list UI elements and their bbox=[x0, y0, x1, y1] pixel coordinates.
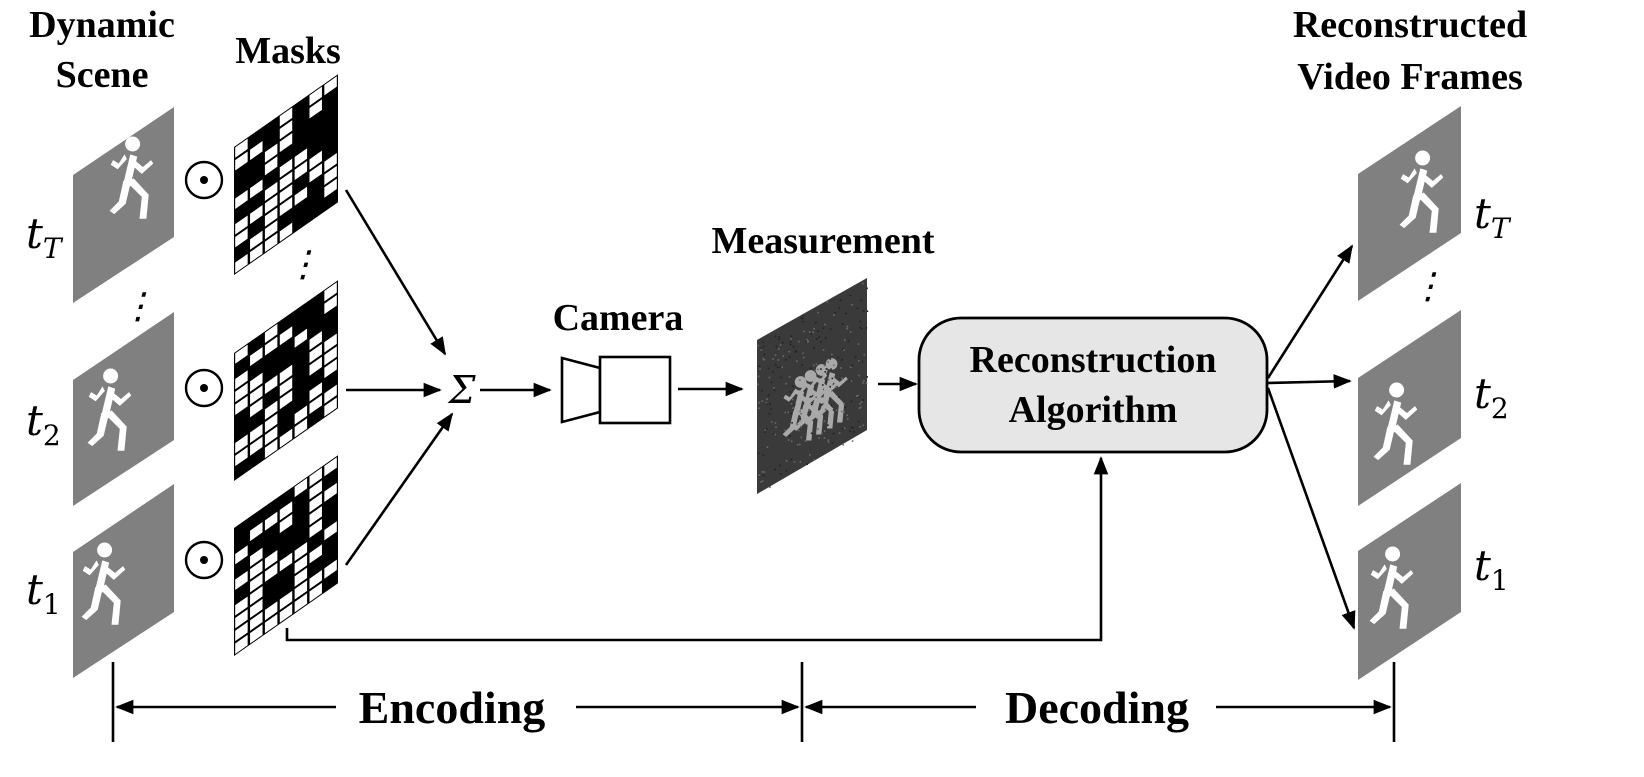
scene-frame-t-T bbox=[73, 107, 174, 303]
reconstructed-label-line1: Reconstructed bbox=[1293, 4, 1527, 46]
reconstructed-frame-t-1 bbox=[1358, 483, 1461, 680]
time-label-t-1: t1 bbox=[26, 565, 61, 621]
reconstructed-time-label-t-1: t1 bbox=[1474, 541, 1509, 597]
hadamard-product-icon bbox=[184, 160, 224, 200]
reconstructed-vdots: ⋮ bbox=[1410, 266, 1446, 307]
arrow-algorithm-to-t-T bbox=[1266, 244, 1354, 379]
arrow-algorithm-to-t-2 bbox=[1267, 374, 1352, 389]
dynamic-scene-label-line2: Scene bbox=[56, 54, 149, 96]
reconstructed-frame-t-T bbox=[1358, 106, 1461, 301]
scene-vdots: ⋮ bbox=[120, 286, 156, 327]
measurement-image bbox=[757, 278, 869, 494]
reconstructed-frame-t-2 bbox=[1358, 310, 1461, 506]
camera-icon bbox=[560, 355, 672, 425]
decoding-label: Decoding bbox=[1005, 682, 1189, 733]
arrow-mask-top-to-sum bbox=[344, 189, 447, 356]
arrow-mask-bot-to-sum bbox=[344, 412, 454, 566]
reconstructed-label-line2: Video Frames bbox=[1297, 56, 1522, 98]
encoding-label: Encoding bbox=[359, 682, 546, 733]
binary-mask-t-T bbox=[234, 74, 338, 275]
summation-symbol: Σ bbox=[447, 368, 477, 412]
hadamard-product-icon bbox=[184, 368, 224, 408]
algorithm-label-line2: Algorithm bbox=[1009, 389, 1178, 431]
time-label-t-2: t2 bbox=[26, 396, 61, 452]
measurement-label: Measurement bbox=[711, 220, 934, 262]
scene-frame-t-2 bbox=[73, 312, 174, 506]
mask-vdots: ⋮ bbox=[285, 244, 321, 285]
masks-label: Masks bbox=[235, 30, 341, 72]
arrow-masks-to-algorithm bbox=[285, 456, 1109, 642]
dynamic-scene-label-line1: Dynamic bbox=[29, 4, 175, 46]
hadamard-product-icon bbox=[184, 540, 224, 580]
reconstructed-time-label-t-2: t2 bbox=[1474, 369, 1509, 425]
reconstructed-time-label-t-T: tT bbox=[1474, 189, 1512, 245]
scene-frame-t-1 bbox=[73, 484, 174, 678]
arrow-algorithm-to-t-1 bbox=[1266, 387, 1356, 630]
algorithm-label-line1: Reconstruction bbox=[970, 339, 1217, 381]
time-label-t-T: tT bbox=[26, 209, 64, 265]
reconstruction-algorithm-box: Reconstruction Algorithm bbox=[917, 316, 1269, 454]
camera-label: Camera bbox=[553, 297, 684, 339]
binary-mask-t-1 bbox=[234, 455, 338, 656]
binary-mask-t-2 bbox=[234, 280, 338, 481]
